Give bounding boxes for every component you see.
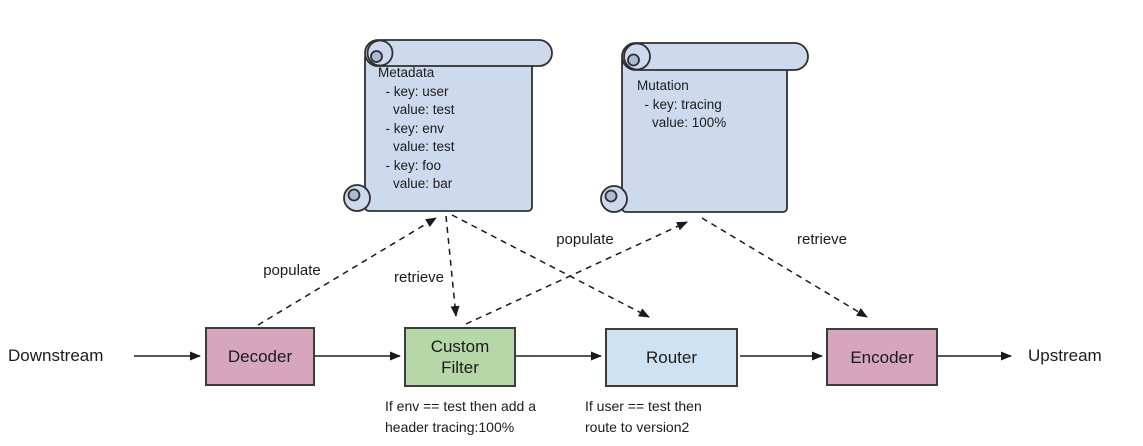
- edge-label-retrieve-filter: retrieve: [393, 269, 445, 286]
- router-node: Router: [605, 328, 738, 387]
- router-caption: If user == test then route to version2: [585, 398, 702, 435]
- scroll-shape-mutation: [600, 42, 809, 213]
- decoder-node: Decoder: [205, 327, 315, 386]
- edge-label-populate-filter: populate: [556, 231, 614, 248]
- edge-populate-decoder-to-metadata: [257, 217, 437, 326]
- downstream-label: Downstream: [8, 346, 104, 365]
- encoder-node: Encoder: [826, 328, 938, 386]
- edge-label-populate-decoder: populate: [263, 262, 321, 279]
- custom-filter-caption: If env == test then add a header tracing…: [385, 398, 536, 435]
- edge-retrieve-metadata-to-filter: [445, 215, 460, 317]
- upstream-label: Upstream: [1028, 346, 1102, 365]
- scroll-shape-metadata: [343, 39, 553, 212]
- edge-label-retrieve-encoder: retrieve: [796, 231, 848, 248]
- metadata-scroll-text: Metadata - key: user value: test - key: …: [378, 65, 455, 191]
- custom-filter-node: Custom Filter: [404, 327, 516, 387]
- edge-populate-filter-to-mutation: [465, 221, 688, 325]
- dashed-arrows: [257, 214, 868, 326]
- edge-retrieve-metadata-to-router: [451, 214, 650, 318]
- mutation-scroll-text: Mutation - key: tracing value: 100%: [637, 78, 727, 130]
